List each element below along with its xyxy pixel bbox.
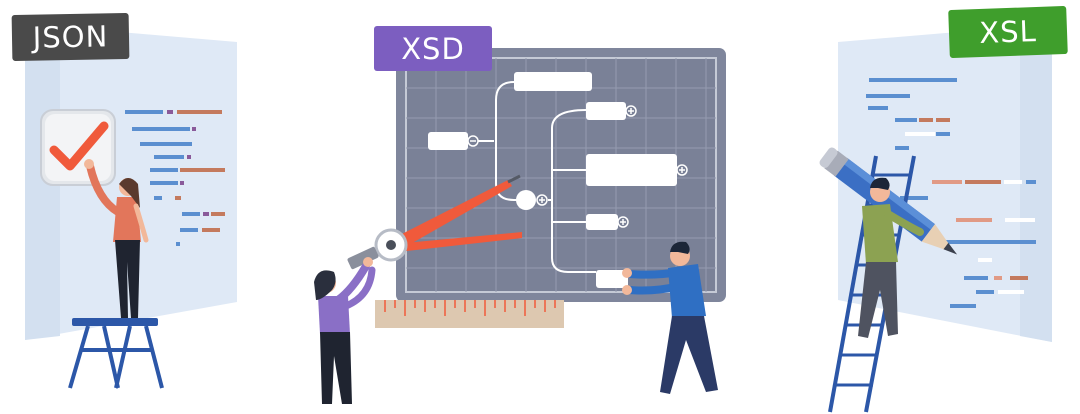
person-woman-left (84, 159, 149, 318)
xsl-label: XSL (948, 5, 1068, 59)
person-woman-center (314, 257, 376, 404)
json-label: JSON (11, 12, 130, 62)
person-man-center (622, 241, 718, 394)
stepladder (68, 318, 164, 389)
xsl-code-lines (866, 78, 1036, 308)
person-man-right (858, 177, 924, 338)
json-code-lines (125, 110, 225, 246)
xsd-tree-diagram (428, 72, 688, 288)
ruler-icon (375, 300, 564, 328)
checkmark-icon (40, 109, 116, 186)
compass-icon (347, 174, 522, 270)
xsd-label: XSD (374, 26, 492, 71)
